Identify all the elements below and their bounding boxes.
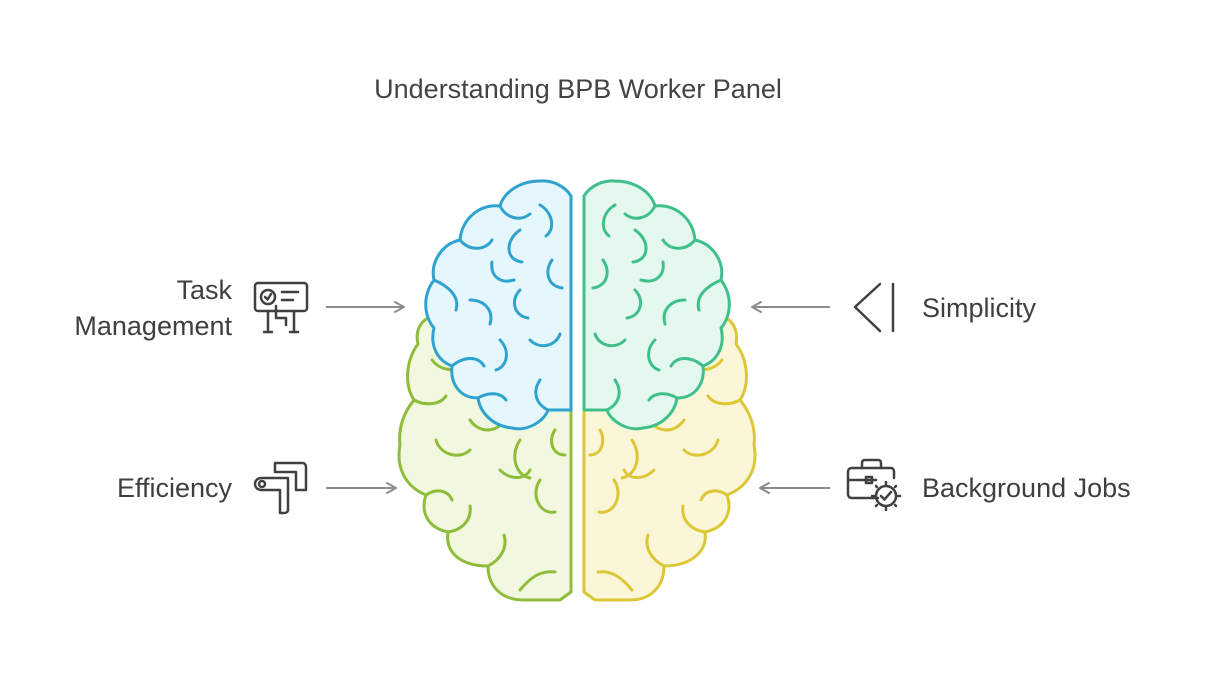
label-task-management: Task Management <box>74 272 232 344</box>
briefcase-gear-icon <box>846 458 902 512</box>
brain-lobe-lower-left <box>397 316 573 602</box>
task-board-icon <box>253 281 309 334</box>
diagram-title: Understanding BPB Worker Panel <box>374 74 782 104</box>
pipe-icon <box>253 461 308 515</box>
label-efficiency: Efficiency <box>116 473 232 503</box>
chevron-bar-icon <box>853 282 895 333</box>
brain-lobe-upper-right <box>582 179 731 431</box>
brain-lobe-lower-right <box>582 316 757 602</box>
label-line: Task <box>176 275 232 305</box>
label-background-jobs: Background Jobs <box>922 473 1131 503</box>
brain-lobe-upper-left <box>424 179 573 431</box>
label-line: Management <box>74 311 232 341</box>
label-simplicity: Simplicity <box>922 293 1037 323</box>
